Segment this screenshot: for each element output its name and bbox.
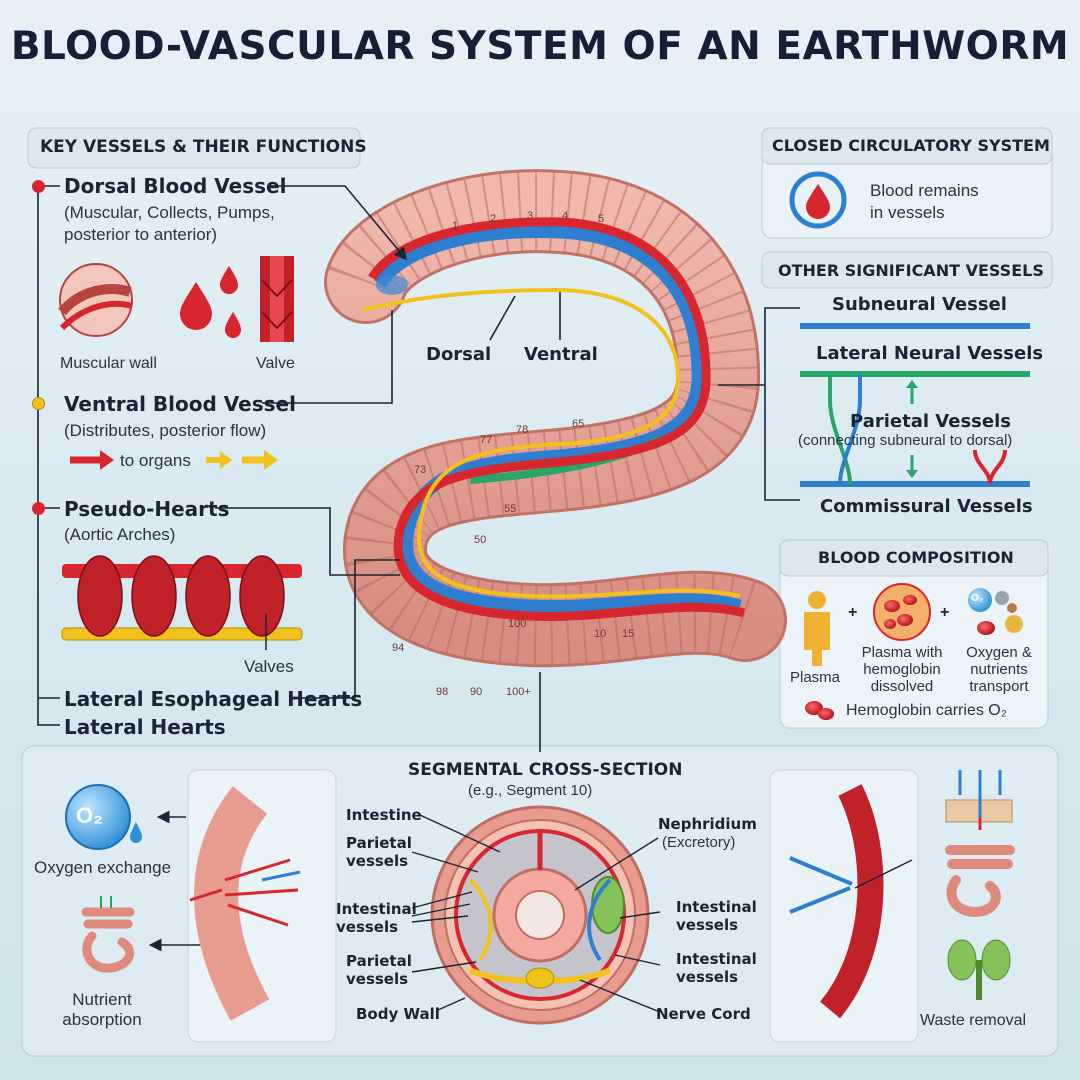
cross-section-heading: SEGMENTAL CROSS-SECTION	[408, 760, 683, 780]
key-vessels-heading: KEY VESSELS & THEIR FUNCTIONS	[40, 137, 367, 157]
to-organs-label: to organs	[120, 451, 191, 470]
pseudo-bullet	[32, 502, 45, 515]
parietal-label: Parietal Vessels	[850, 411, 1011, 432]
segment-number: 5	[598, 213, 605, 225]
plus-sign: +	[940, 604, 950, 621]
o2-badge-icon	[65, 784, 142, 850]
nephridium-label: Nephridium	[658, 815, 757, 833]
segment-number: 15	[622, 628, 635, 640]
segment-number: 55	[504, 503, 517, 515]
segment-number: 78	[516, 424, 529, 436]
dorsal-bullet	[32, 180, 45, 193]
oxygen-exchange-label: Oxygen exchange	[34, 858, 172, 877]
hemoglobin-icon	[873, 583, 931, 641]
commissural-label: Commissural Vessels	[820, 496, 1033, 517]
plasma-icon	[804, 591, 830, 666]
o2-badge-text: O₂	[76, 803, 103, 828]
segment-number: 100	[508, 618, 527, 630]
nerve-cord-label: Nerve Cord	[656, 1005, 751, 1023]
segment-number: 90	[470, 686, 483, 698]
intestine-label: Intestine	[346, 806, 422, 824]
dorsal-desc-2: posterior to anterior)	[64, 225, 218, 244]
worm-dorsal-label: Dorsal	[426, 344, 492, 365]
muscular-wall-illustration	[58, 263, 133, 337]
valves-label: Valves	[244, 657, 294, 676]
waste-removal-label: Waste removal	[920, 1012, 1027, 1029]
segment-number: 3	[527, 210, 534, 222]
segment-number: 10	[594, 628, 607, 640]
segment-number: 65	[572, 418, 585, 430]
other-vessels-header-box	[761, 251, 1053, 289]
worm-ventral-label: Ventral	[524, 344, 598, 365]
dorsal-desc-1: (Muscular, Collects, Pumps,	[64, 203, 275, 222]
muscular-wall-label: Muscular wall	[60, 355, 157, 372]
plus-sign: +	[848, 604, 858, 621]
other-heading: OTHER SIGNIFICANT VESSELS	[778, 261, 1044, 280]
key-vessels-header-box	[27, 127, 361, 169]
composition-heading: BLOOD COMPOSITION	[818, 548, 1014, 567]
segment-number: 94	[392, 642, 405, 654]
valve-illustration	[260, 256, 294, 342]
lateral-hearts-label: Lateral Hearts	[64, 715, 226, 739]
rbc-icon	[805, 701, 834, 720]
segment-number: 98	[436, 686, 449, 698]
subneural-label: Subneural Vessel	[832, 294, 1007, 315]
pseudo-title: Pseudo-Hearts	[64, 497, 230, 521]
intestine-icon	[81, 896, 135, 973]
lateral-esophageal-label: Lateral Esophageal Hearts	[64, 687, 363, 711]
page-title: BLOOD-VASCULAR SYSTEM OF AN EARTHWORM	[10, 24, 1070, 69]
segment-number: 1	[452, 220, 459, 232]
earthworm-illustration	[324, 169, 787, 668]
segment-number: 77	[480, 434, 493, 446]
segment-number: 100+	[506, 686, 531, 698]
cross-section-subheading: (e.g., Segment 10)	[468, 782, 593, 799]
plasma-label: Plasma	[790, 669, 841, 686]
ventral-bullet	[32, 397, 45, 410]
body-wall-label: Body Wall	[356, 1005, 440, 1023]
segment-number: 2	[490, 213, 497, 225]
skin-layer-icon	[945, 770, 1013, 830]
cross-section-diagram	[430, 805, 650, 1025]
intestine-icon-right	[945, 845, 1015, 918]
closed-text-2: in vessels	[870, 203, 945, 222]
segment-number: 73	[414, 464, 427, 476]
oxygen-exchange-vessel	[189, 786, 301, 1021]
parietal-desc: (connecting subneural to dorsal)	[798, 432, 1013, 449]
closed-heading: CLOSED CIRCULATORY SYSTEM	[772, 136, 1050, 155]
pseudo-desc: (Aortic Arches)	[64, 525, 176, 544]
nephridium-sub-label: (Excretory)	[662, 834, 736, 851]
closed-circuit-icon	[789, 171, 847, 229]
ventral-title: Ventral Blood Vessel	[64, 392, 296, 416]
lateral-neural-label: Lateral Neural Vessels	[816, 343, 1044, 364]
segment-number: 4	[562, 210, 569, 222]
oxygen-nutrients-icon	[968, 588, 1023, 635]
ventral-desc: (Distributes, posterior flow)	[64, 421, 267, 440]
segment-number: 50	[474, 534, 487, 546]
dorsal-title: Dorsal Blood Vessel	[64, 174, 287, 198]
other-vessels-illustration	[800, 323, 1030, 487]
waste-removal-vessel	[789, 784, 913, 1019]
to-organs-arrows	[70, 450, 278, 470]
o2-mini-badge: O₂	[971, 593, 984, 604]
pseudo-hearts-illustration	[61, 555, 303, 650]
closed-text-1: Blood remains	[870, 181, 979, 200]
valve-label: Valve	[256, 355, 295, 372]
nephridium-icon	[947, 939, 1011, 1000]
blood-drops-illustration	[180, 266, 241, 338]
hemoglobin-carries-label: Hemoglobin carries O₂	[846, 702, 1007, 719]
